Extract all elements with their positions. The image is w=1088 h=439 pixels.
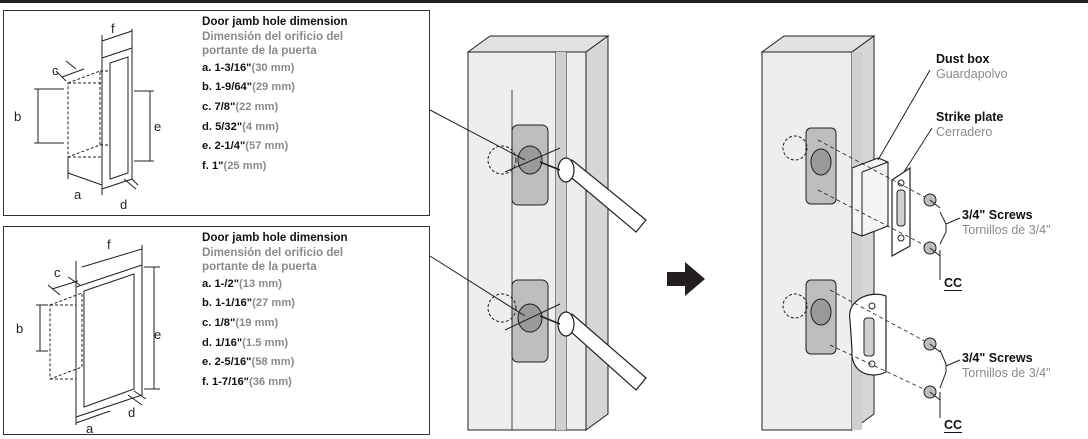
screw-icon [923, 193, 941, 401]
spec-subtitle-line-1: Dimensión del orificio del [202, 245, 344, 259]
dim-letter-e: e [154, 327, 161, 342]
dim-row-b: b. 1-9/64"(29 mm) [202, 81, 295, 94]
cc-label-upper: CC [944, 276, 963, 291]
jamb-top-face [760, 35, 876, 53]
spec-subtitle-line-2: portante de la puerta [202, 260, 317, 274]
strike-plate-label: Strike plate Cerradero [936, 110, 1004, 139]
dim-letter-a: a [86, 421, 94, 436]
strike-plate-lower [849, 293, 887, 376]
drill-icon [539, 157, 647, 233]
jamb-front-face [467, 51, 587, 431]
upper-mortise [511, 124, 549, 206]
dim-row-d: d. 1/16"(1.5 mm) [202, 336, 289, 349]
drill-icon [539, 311, 647, 391]
mortise-diagram-upper: f c b e a d [14, 21, 161, 212]
dim-letter-c: c [54, 265, 61, 280]
dim-row-b: b. 1-1/16"(27 mm) [202, 297, 295, 310]
spec-title: Door jamb hole dimension [202, 15, 348, 28]
dim-row-f: f. 1"(25 mm) [202, 159, 267, 172]
spec-list-upper: Door jamb hole dimension Dimensión del o… [202, 15, 427, 176]
dim-row-c: c. 7/8"(22 mm) [202, 100, 279, 113]
screws-label-upper: 3/4" Screws Tornillos de 3/4" [962, 208, 1051, 237]
dim-letter-d: d [128, 405, 135, 420]
dust-box [851, 157, 889, 237]
spec-subtitle-line-2: portante de la puerta [202, 44, 317, 58]
right-arrow-icon [667, 262, 705, 296]
jamb-hole-panel-upper: f c b e a d Door jamb hole dimension Dim… [3, 10, 430, 216]
cc-label-lower: CC [944, 418, 963, 433]
dim-row-e: e. 2-1/4"(57 mm) [202, 140, 289, 153]
dim-row-d: d. 5/32"(4 mm) [202, 120, 279, 133]
dim-row-e: e. 2-5/16"(58 mm) [202, 356, 295, 369]
dim-letter-e: e [154, 119, 161, 134]
jamb-side-face [585, 35, 609, 431]
spec-title: Door jamb hole dimension [202, 231, 348, 244]
spec-list-lower: Door jamb hole dimension Dimensión del o… [202, 231, 427, 392]
screws-label-lower: 3/4" Screws Tornillos de 3/4" [962, 351, 1051, 380]
dim-row-a: a. 1-/2"(13 mm) [202, 277, 282, 290]
jamb-top-face [466, 35, 610, 53]
dim-letter-c: c [52, 63, 59, 78]
dim-letter-b: b [16, 321, 23, 336]
dust-box-label: Dust box Guardapolvo [936, 52, 1008, 81]
jamb-side-face [851, 35, 875, 431]
dim-row-c: c. 1/8"(19 mm) [202, 316, 279, 329]
jamb-hole-panel-lower: f c b e a d Door jamb hole dimension Dim… [3, 226, 430, 436]
dim-letter-f: f [107, 237, 111, 252]
lower-mortise [805, 279, 837, 355]
dim-row-a: a. 1-3/16"(30 mm) [202, 61, 295, 74]
upper-mortise [805, 127, 837, 205]
dim-letter-a: a [74, 187, 82, 202]
top-rule [0, 0, 1088, 3]
mortise-diagram-lower: f c b e a d [16, 237, 161, 436]
jamb-front-face [761, 51, 853, 431]
dim-letter-f: f [111, 21, 115, 36]
lower-mortise [511, 279, 549, 363]
dim-letter-d: d [120, 197, 127, 212]
strike-plate-upper [891, 166, 911, 258]
dim-letter-b: b [14, 109, 21, 124]
spec-subtitle-line-1: Dimensión del orificio del [202, 29, 344, 43]
dim-row-f: f. 1-7/16"(36 mm) [202, 375, 292, 388]
